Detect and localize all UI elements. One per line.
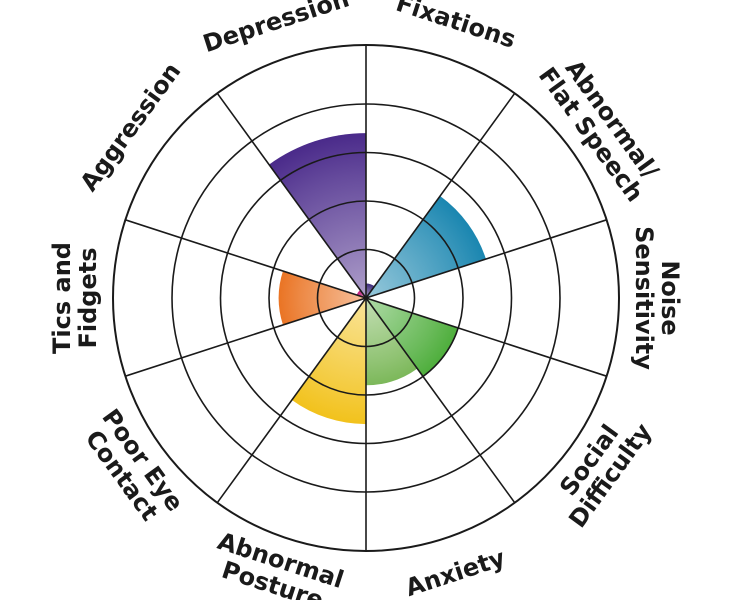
category-label-abnormal-posture: AbnormalPosture bbox=[206, 527, 347, 600]
grid-spoke-3 bbox=[365, 219, 607, 299]
grid-layer bbox=[112, 44, 620, 552]
wedge-flat-speech bbox=[366, 195, 486, 298]
grid-spoke-8 bbox=[125, 297, 367, 377]
category-label-line: Aggression bbox=[75, 57, 187, 196]
category-label-line: Depression bbox=[200, 0, 353, 58]
category-label-line: Fixations bbox=[393, 0, 519, 54]
category-label-tics-fidgets: Tics andFidgets bbox=[48, 242, 102, 354]
grid-spoke-10 bbox=[216, 92, 367, 299]
grid-spoke-4 bbox=[365, 297, 607, 377]
wedge-social-difficulty bbox=[366, 298, 459, 377]
category-label-noise-sensitivity: NoiseSensitivity bbox=[630, 226, 684, 370]
grid-spoke-5 bbox=[365, 297, 516, 504]
category-label-anxiety: Anxiety bbox=[402, 544, 509, 600]
category-label-line: Sensitivity bbox=[630, 226, 658, 370]
category-label-poor-eye-contact: Poor EyeContact bbox=[75, 404, 189, 532]
category-label-line: Tics and bbox=[48, 242, 76, 354]
category-label-line: Anxiety bbox=[402, 544, 509, 600]
category-label-depression: Depression bbox=[200, 0, 353, 58]
category-label-line: Noise bbox=[656, 260, 684, 335]
category-label-social-difficulty: SocialDifficulty bbox=[542, 403, 657, 533]
category-label-fixations: Fixations bbox=[393, 0, 519, 54]
grid-spoke-7 bbox=[216, 297, 367, 504]
wedge-tics-fidgets bbox=[278, 271, 366, 325]
grid-spoke-9 bbox=[125, 219, 367, 299]
grid-spoke-2 bbox=[365, 92, 516, 299]
category-label-line: Fidgets bbox=[74, 247, 102, 348]
category-label-aggression: Aggression bbox=[75, 57, 187, 196]
wedge-anxiety bbox=[366, 298, 418, 386]
